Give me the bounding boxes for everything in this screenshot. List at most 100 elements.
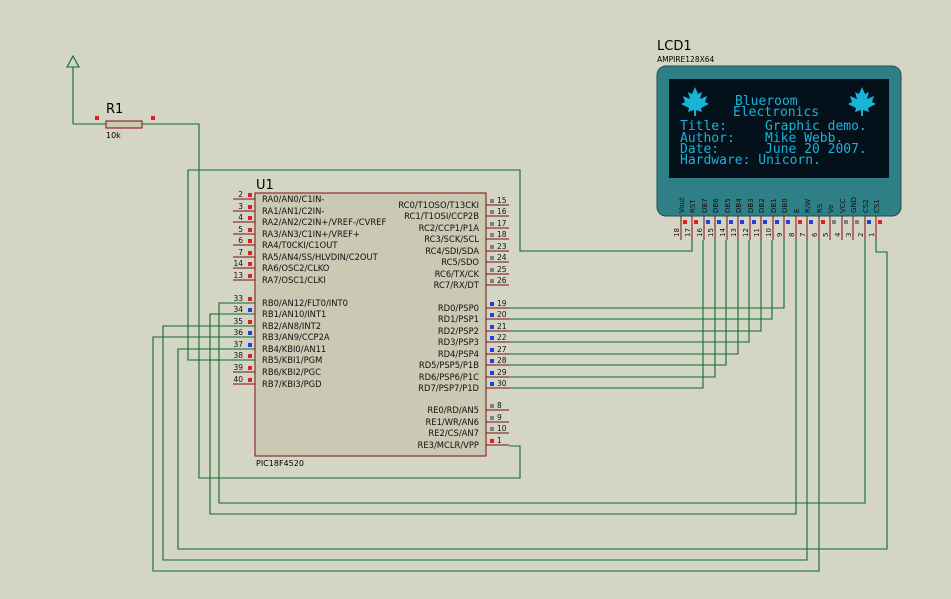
wire-db5 [509, 240, 727, 366]
pin-marker [683, 220, 687, 224]
pin-label: DB6 [712, 198, 720, 213]
pin-label: RC7/RX/DT [434, 280, 480, 290]
lcd-pin-6[interactable]: 6RS [811, 203, 825, 240]
wire-rs [152, 240, 820, 572]
pin-number: 1 [497, 436, 502, 445]
pin-label: DB3 [747, 198, 755, 213]
pin-label: RC5/SDO [441, 257, 479, 267]
lcd-line-label: Author: [680, 131, 735, 146]
pin-label: RE3/MCLR/VPP [418, 440, 479, 450]
pin-label: DB0 [781, 198, 789, 213]
pin-number: 25 [497, 265, 507, 274]
lcd-screen [669, 79, 889, 178]
wire-rw [162, 240, 808, 561]
pin-number: 15 [707, 228, 715, 237]
pin-label: RB3/AN9/CCP2A [262, 332, 330, 342]
maple-leaf-icon-right [848, 87, 876, 116]
pin-marker [832, 220, 836, 224]
lcd-module[interactable]: LCD1 AMPIRE128X64 Blueroom Electronics T… [656, 39, 902, 240]
lcd-pin-8[interactable]: 8E [788, 209, 802, 240]
pin-label: GND [850, 197, 858, 213]
pin-number: 35 [233, 317, 243, 326]
pin-label: Vo [827, 204, 835, 213]
pin-label: RA7/OSC1/CLKI [262, 275, 326, 285]
lcd-line-label: Hardware: Unicorn. [680, 153, 821, 168]
pin-marker [786, 220, 790, 224]
resistor-r1[interactable]: R1 10k [95, 102, 155, 140]
lcd-pin-7[interactable]: 7R/W [799, 199, 813, 240]
mcu-pin-13[interactable]: 13 RA7/OSC1/CLKI [233, 271, 326, 285]
pin-label: E [793, 209, 801, 213]
lcd-line-4: Author:Mike Webb. [680, 131, 843, 146]
pin-label: RST [689, 199, 697, 213]
resistor-body [105, 120, 143, 129]
wire-db7 [509, 240, 704, 389]
lcd-pins: 18Vout17RST16DB715DB614DB513DB412DB311DB… [673, 197, 882, 240]
pin-number: 22 [497, 333, 507, 342]
pin-marker [821, 220, 825, 224]
pin-number: 18 [673, 228, 681, 237]
pin-number: 13 [233, 271, 243, 280]
pin-label: RD6/PSP6/P1C [419, 372, 479, 382]
lcd-pin-15[interactable]: 15 DB6 [707, 198, 721, 240]
pin-label: RA4/T0CKI/C1OUT [262, 240, 338, 250]
lcd-pin-5[interactable]: 5Vo [822, 204, 836, 240]
pin-number: 36 [233, 328, 243, 337]
pin-number: 6 [811, 232, 819, 237]
wire-cs2 [218, 240, 866, 504]
pin-marker [490, 325, 494, 329]
lcd-line-1: Blueroom [735, 94, 798, 109]
pin-marker [490, 279, 494, 283]
pin-marker [490, 233, 494, 237]
lcd-line-label: Date: [680, 142, 719, 157]
mcu-pin-1[interactable]: 1 RE3/MCLR/VPP [418, 436, 509, 450]
pin-label: RB2/AN8/INT2 [262, 321, 321, 331]
pin-number: 11 [753, 228, 761, 237]
lcd-line-6: Hardware: Unicorn. [680, 153, 821, 168]
pin-marker [248, 239, 252, 243]
